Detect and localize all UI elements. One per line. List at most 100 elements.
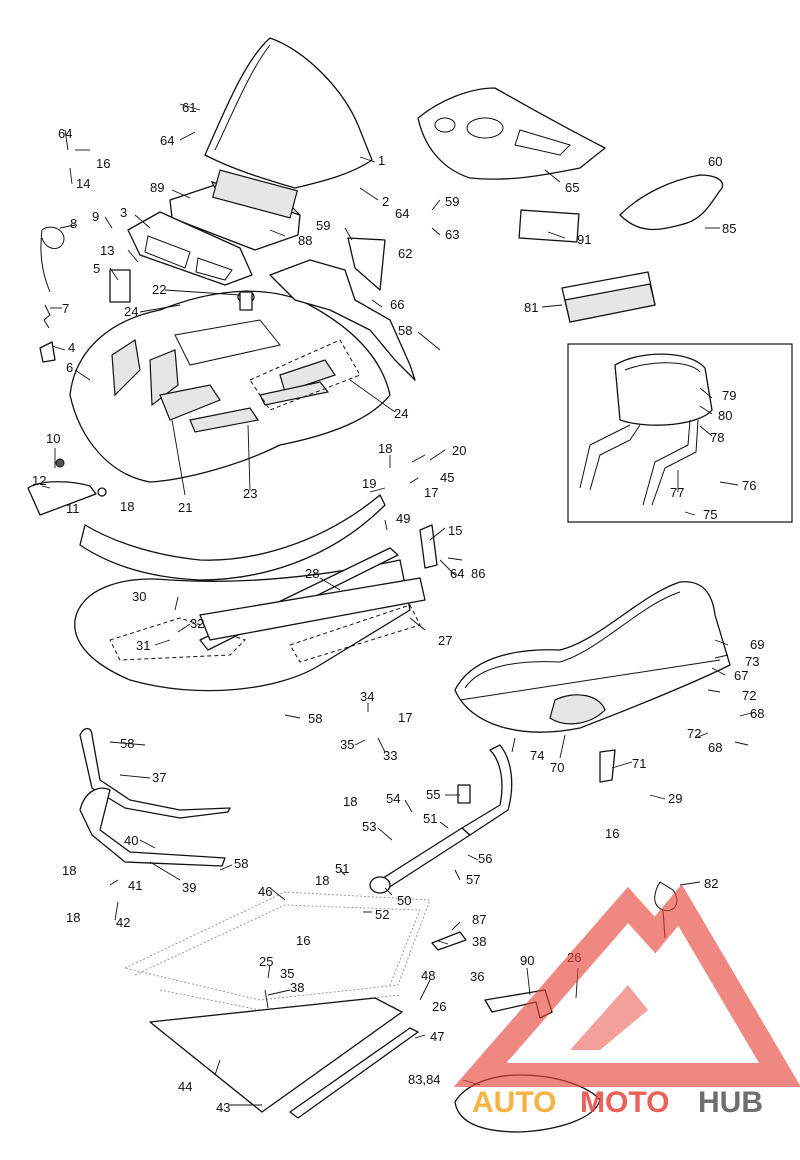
foam-pad [561, 271, 656, 323]
callout-90: 90 [520, 953, 534, 968]
frame-rail [199, 547, 426, 663]
callout-29: 29 [668, 791, 682, 806]
callout-41: 41 [128, 878, 142, 893]
callout-4: 4 [68, 340, 75, 355]
tow-bar [369, 744, 513, 894]
callout-5: 5 [93, 261, 100, 276]
callout-58c: 58 [120, 736, 134, 751]
callout-25: 25 [259, 954, 273, 969]
callout-86: 86 [471, 566, 485, 581]
hood [69, 290, 391, 483]
callout-36: 36 [470, 969, 484, 984]
callout-48: 48 [421, 968, 435, 983]
callout-89: 89 [150, 180, 164, 195]
callout-68b: 68 [708, 740, 722, 755]
logo-text-auto: AUTO [472, 1086, 556, 1119]
callout-9: 9 [92, 209, 99, 224]
callout-77: 77 [670, 485, 684, 500]
callout-38a: 38 [472, 934, 486, 949]
callout-68a: 68 [750, 706, 764, 721]
callout-67: 67 [734, 668, 748, 683]
callout-87: 87 [472, 912, 486, 927]
callout-21: 21 [178, 500, 192, 515]
callout-64c: 64 [395, 206, 409, 221]
callout-27: 27 [438, 633, 452, 648]
leader-lines [41, 103, 756, 1106]
callout-31: 31 [136, 638, 150, 653]
callout-11: 11 [66, 501, 80, 516]
callout-64a: 64 [58, 126, 72, 141]
callout-43: 43 [216, 1100, 230, 1115]
callout-73: 73 [745, 654, 759, 669]
callout-57: 57 [466, 872, 480, 887]
callout-38b: 38 [290, 980, 304, 995]
bracket-47 [289, 1027, 419, 1119]
callout-64d: 64 [450, 566, 464, 581]
callout-16a: 16 [96, 156, 110, 171]
callout-14: 14 [76, 176, 90, 191]
callout-66: 66 [390, 297, 404, 312]
callout-70: 70 [550, 760, 564, 775]
upper-console [169, 169, 301, 251]
callout-18b: 18 [378, 441, 392, 456]
callout-7: 7 [62, 301, 69, 316]
callout-18d: 18 [62, 863, 76, 878]
callout-46: 46 [258, 884, 272, 899]
decal-91 [518, 209, 580, 243]
seat [454, 581, 731, 733]
callout-15: 15 [448, 523, 462, 538]
callout-1: 1 [378, 153, 385, 168]
callout-72a: 72 [742, 688, 756, 703]
callout-71: 71 [632, 756, 646, 771]
callout-28: 28 [305, 566, 319, 581]
callout-80: 80 [718, 408, 732, 423]
callout-26a: 26 [432, 999, 446, 1014]
callout-59a: 59 [445, 194, 459, 209]
callout-74: 74 [530, 748, 544, 763]
callout-2: 2 [382, 194, 389, 209]
callout-13: 13 [100, 243, 114, 258]
callout-23: 23 [243, 486, 257, 501]
callout-53: 53 [362, 819, 376, 834]
windshield [204, 37, 373, 189]
callout-69: 69 [750, 637, 764, 652]
callout-51b: 51 [423, 811, 437, 826]
logo-text-hub: HUB [698, 1086, 763, 1119]
callout-65: 65 [565, 180, 579, 195]
logo-text-moto: MOTO [580, 1086, 669, 1119]
callout-75: 75 [703, 507, 717, 522]
callout-33: 33 [383, 748, 397, 763]
callout-42: 42 [116, 915, 130, 930]
callout-35b: 35 [280, 966, 294, 981]
callout-50: 50 [397, 893, 411, 908]
callout-55: 55 [426, 787, 440, 802]
storage-box [123, 891, 431, 1113]
callout-32: 32 [190, 616, 204, 631]
gauge-panel [127, 211, 253, 286]
callout-18a: 18 [120, 499, 134, 514]
callout-19: 19 [362, 476, 376, 491]
callout-6: 6 [66, 360, 73, 375]
callout-34: 34 [360, 689, 374, 704]
callout-61: 61 [182, 100, 196, 115]
callout-18e: 18 [66, 910, 80, 925]
callout-40: 40 [124, 833, 138, 848]
callout-60: 60 [708, 154, 722, 169]
side-panel-right [269, 259, 416, 381]
hardware [27, 226, 678, 951]
callout-45: 45 [440, 470, 454, 485]
callout-58d: 58 [234, 856, 248, 871]
callout-17a: 17 [424, 485, 438, 500]
callout-72b: 72 [687, 726, 701, 741]
callout-58a: 58 [398, 323, 412, 338]
callout-22: 22 [152, 282, 166, 297]
callout-8: 8 [70, 216, 77, 231]
callout-37: 37 [152, 770, 166, 785]
callout-88: 88 [298, 233, 312, 248]
fuel-tank-cover [417, 87, 606, 180]
callout-56: 56 [478, 851, 492, 866]
callout-59b: 59 [316, 218, 330, 233]
callout-17b: 17 [398, 710, 412, 725]
backrest [579, 353, 713, 506]
callout-16b: 16 [296, 933, 310, 948]
